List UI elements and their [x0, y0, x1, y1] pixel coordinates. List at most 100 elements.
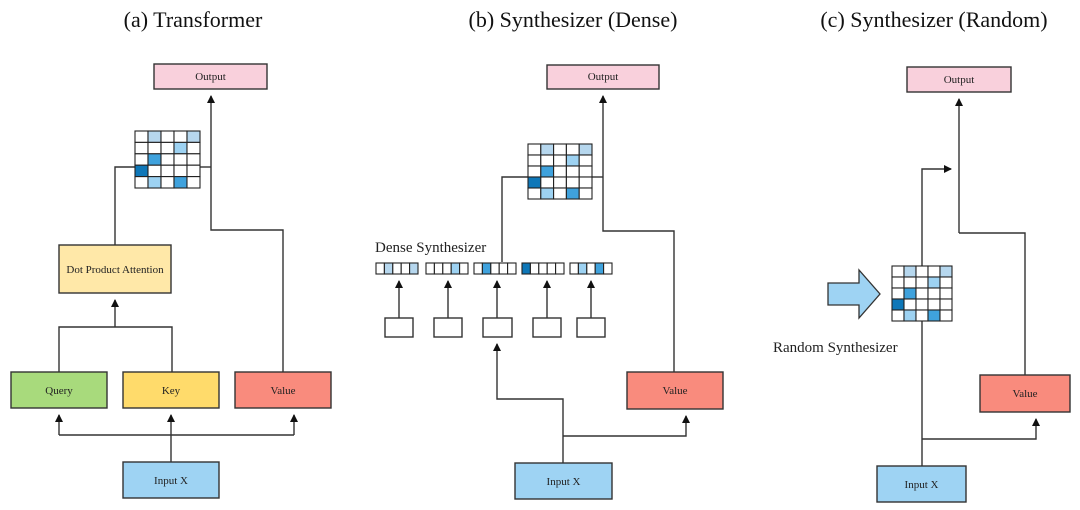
- vector-cell: [521, 262, 531, 275]
- matrix-cell: [134, 176, 149, 189]
- matrix-cell: [160, 164, 175, 178]
- panel-synthesizer-random: (c) Synthesizer (Random) Output Random S…: [773, 7, 1071, 503]
- random-matrix: [891, 265, 953, 322]
- matrix-cell: [147, 130, 162, 143]
- vector-cell: [392, 262, 402, 275]
- matrix-cell: [891, 276, 905, 289]
- arrow-input-to-synth: [493, 343, 564, 463]
- query-box: Query: [10, 371, 108, 409]
- matrix-cell: [927, 276, 941, 289]
- matrix-cell: [565, 143, 580, 156]
- matrix-cell: [186, 130, 201, 143]
- matrix-cell: [540, 176, 555, 189]
- vector-cell: [586, 262, 596, 275]
- vector-cell: [400, 262, 411, 275]
- panel-synthesizer-dense: (b) Synthesizer (Dense) Output Dense Syn…: [375, 7, 724, 500]
- vector-cell: [481, 262, 492, 275]
- matrix-cell: [540, 187, 555, 200]
- vector-cell: [425, 262, 435, 275]
- matrix-cell: [527, 187, 542, 200]
- matrix-cell: [553, 165, 567, 178]
- matrix-cell: [578, 187, 593, 200]
- output-box: Output: [906, 66, 1012, 93]
- wire-attention-to-matrix: [114, 166, 135, 245]
- row-vector: [375, 262, 419, 275]
- input-label: Input X: [905, 479, 939, 491]
- matrix-cell: [540, 143, 555, 156]
- matrix-cell: [939, 309, 953, 322]
- vector-cell: [409, 262, 419, 275]
- attention-label: Dot Product Attention: [66, 264, 164, 276]
- value-box: Value: [979, 374, 1071, 413]
- matrix-cell: [186, 153, 201, 166]
- matrix-cell: [553, 154, 567, 167]
- arrow-input-to-value: [563, 415, 690, 437]
- wire-value-to-output: [210, 167, 284, 372]
- matrix-cell: [527, 154, 542, 167]
- matrix-cell: [915, 265, 929, 278]
- matrix-cell: [527, 143, 542, 156]
- matrix-cell: [186, 164, 201, 178]
- matrix-cell: [553, 176, 567, 189]
- vector-cell: [529, 262, 540, 275]
- key-label: Key: [162, 385, 181, 397]
- vector-cell: [555, 262, 565, 275]
- matrix-cell: [939, 265, 953, 278]
- matrix-cell: [527, 165, 542, 178]
- matrix-cell: [147, 141, 162, 155]
- projection-box: [433, 317, 463, 338]
- key-box: Key: [122, 371, 220, 409]
- matrix-cell: [939, 276, 953, 289]
- vector-cell: [490, 262, 500, 275]
- matrix-cell: [891, 298, 905, 311]
- vector-cell: [507, 262, 517, 275]
- matrix-cell: [927, 287, 941, 300]
- block-arrow-icon: [827, 268, 881, 320]
- matrix-cell: [147, 153, 162, 166]
- matrix-cell: [160, 153, 175, 166]
- wire-query-key-join: [58, 326, 173, 372]
- matrix-cell: [540, 165, 555, 178]
- output-box: Output: [153, 63, 268, 90]
- matrix-cell: [173, 164, 188, 178]
- matrix-cell: [540, 154, 555, 167]
- synthesized-matrix: [527, 143, 593, 200]
- matrix-cell: [553, 187, 567, 200]
- input-label: Input X: [547, 476, 581, 488]
- projection-box: [384, 317, 414, 338]
- matrix-cell: [134, 153, 149, 166]
- matrix-cell: [173, 176, 188, 189]
- row-vector: [425, 262, 469, 275]
- row-vector: [473, 262, 517, 275]
- vector-cell: [603, 262, 613, 275]
- dense-row-vectors: [375, 262, 613, 275]
- matrix-cell: [915, 276, 929, 289]
- vector-cell: [569, 262, 579, 275]
- output-label: Output: [944, 74, 975, 86]
- vector-cell: [459, 262, 469, 275]
- matrix-cell: [527, 176, 542, 189]
- panel-title: (a) Transformer: [124, 7, 263, 32]
- projection-box: [532, 317, 562, 338]
- matrix-cell: [927, 298, 941, 311]
- arrow-input-to-value: [922, 418, 1040, 440]
- matrix-cell: [186, 141, 201, 155]
- vector-cell: [450, 262, 461, 275]
- vector-cell: [442, 262, 452, 275]
- matrix-cell: [578, 176, 593, 189]
- output-label: Output: [588, 71, 619, 83]
- matrix-cell: [891, 265, 905, 278]
- matrix-cell: [186, 176, 201, 189]
- query-label: Query: [45, 385, 73, 397]
- matrix-cell: [134, 130, 149, 143]
- dot-product-attention-box: Dot Product Attention: [58, 244, 172, 294]
- vector-cell: [375, 262, 385, 275]
- matrix-cell: [160, 141, 175, 155]
- matrix-cell: [565, 187, 580, 200]
- row-vector: [569, 262, 613, 275]
- matrix-cell: [939, 298, 953, 311]
- vector-cell: [433, 262, 444, 275]
- wire-synth-to-matrix: [501, 176, 528, 262]
- matrix-cell: [915, 309, 929, 322]
